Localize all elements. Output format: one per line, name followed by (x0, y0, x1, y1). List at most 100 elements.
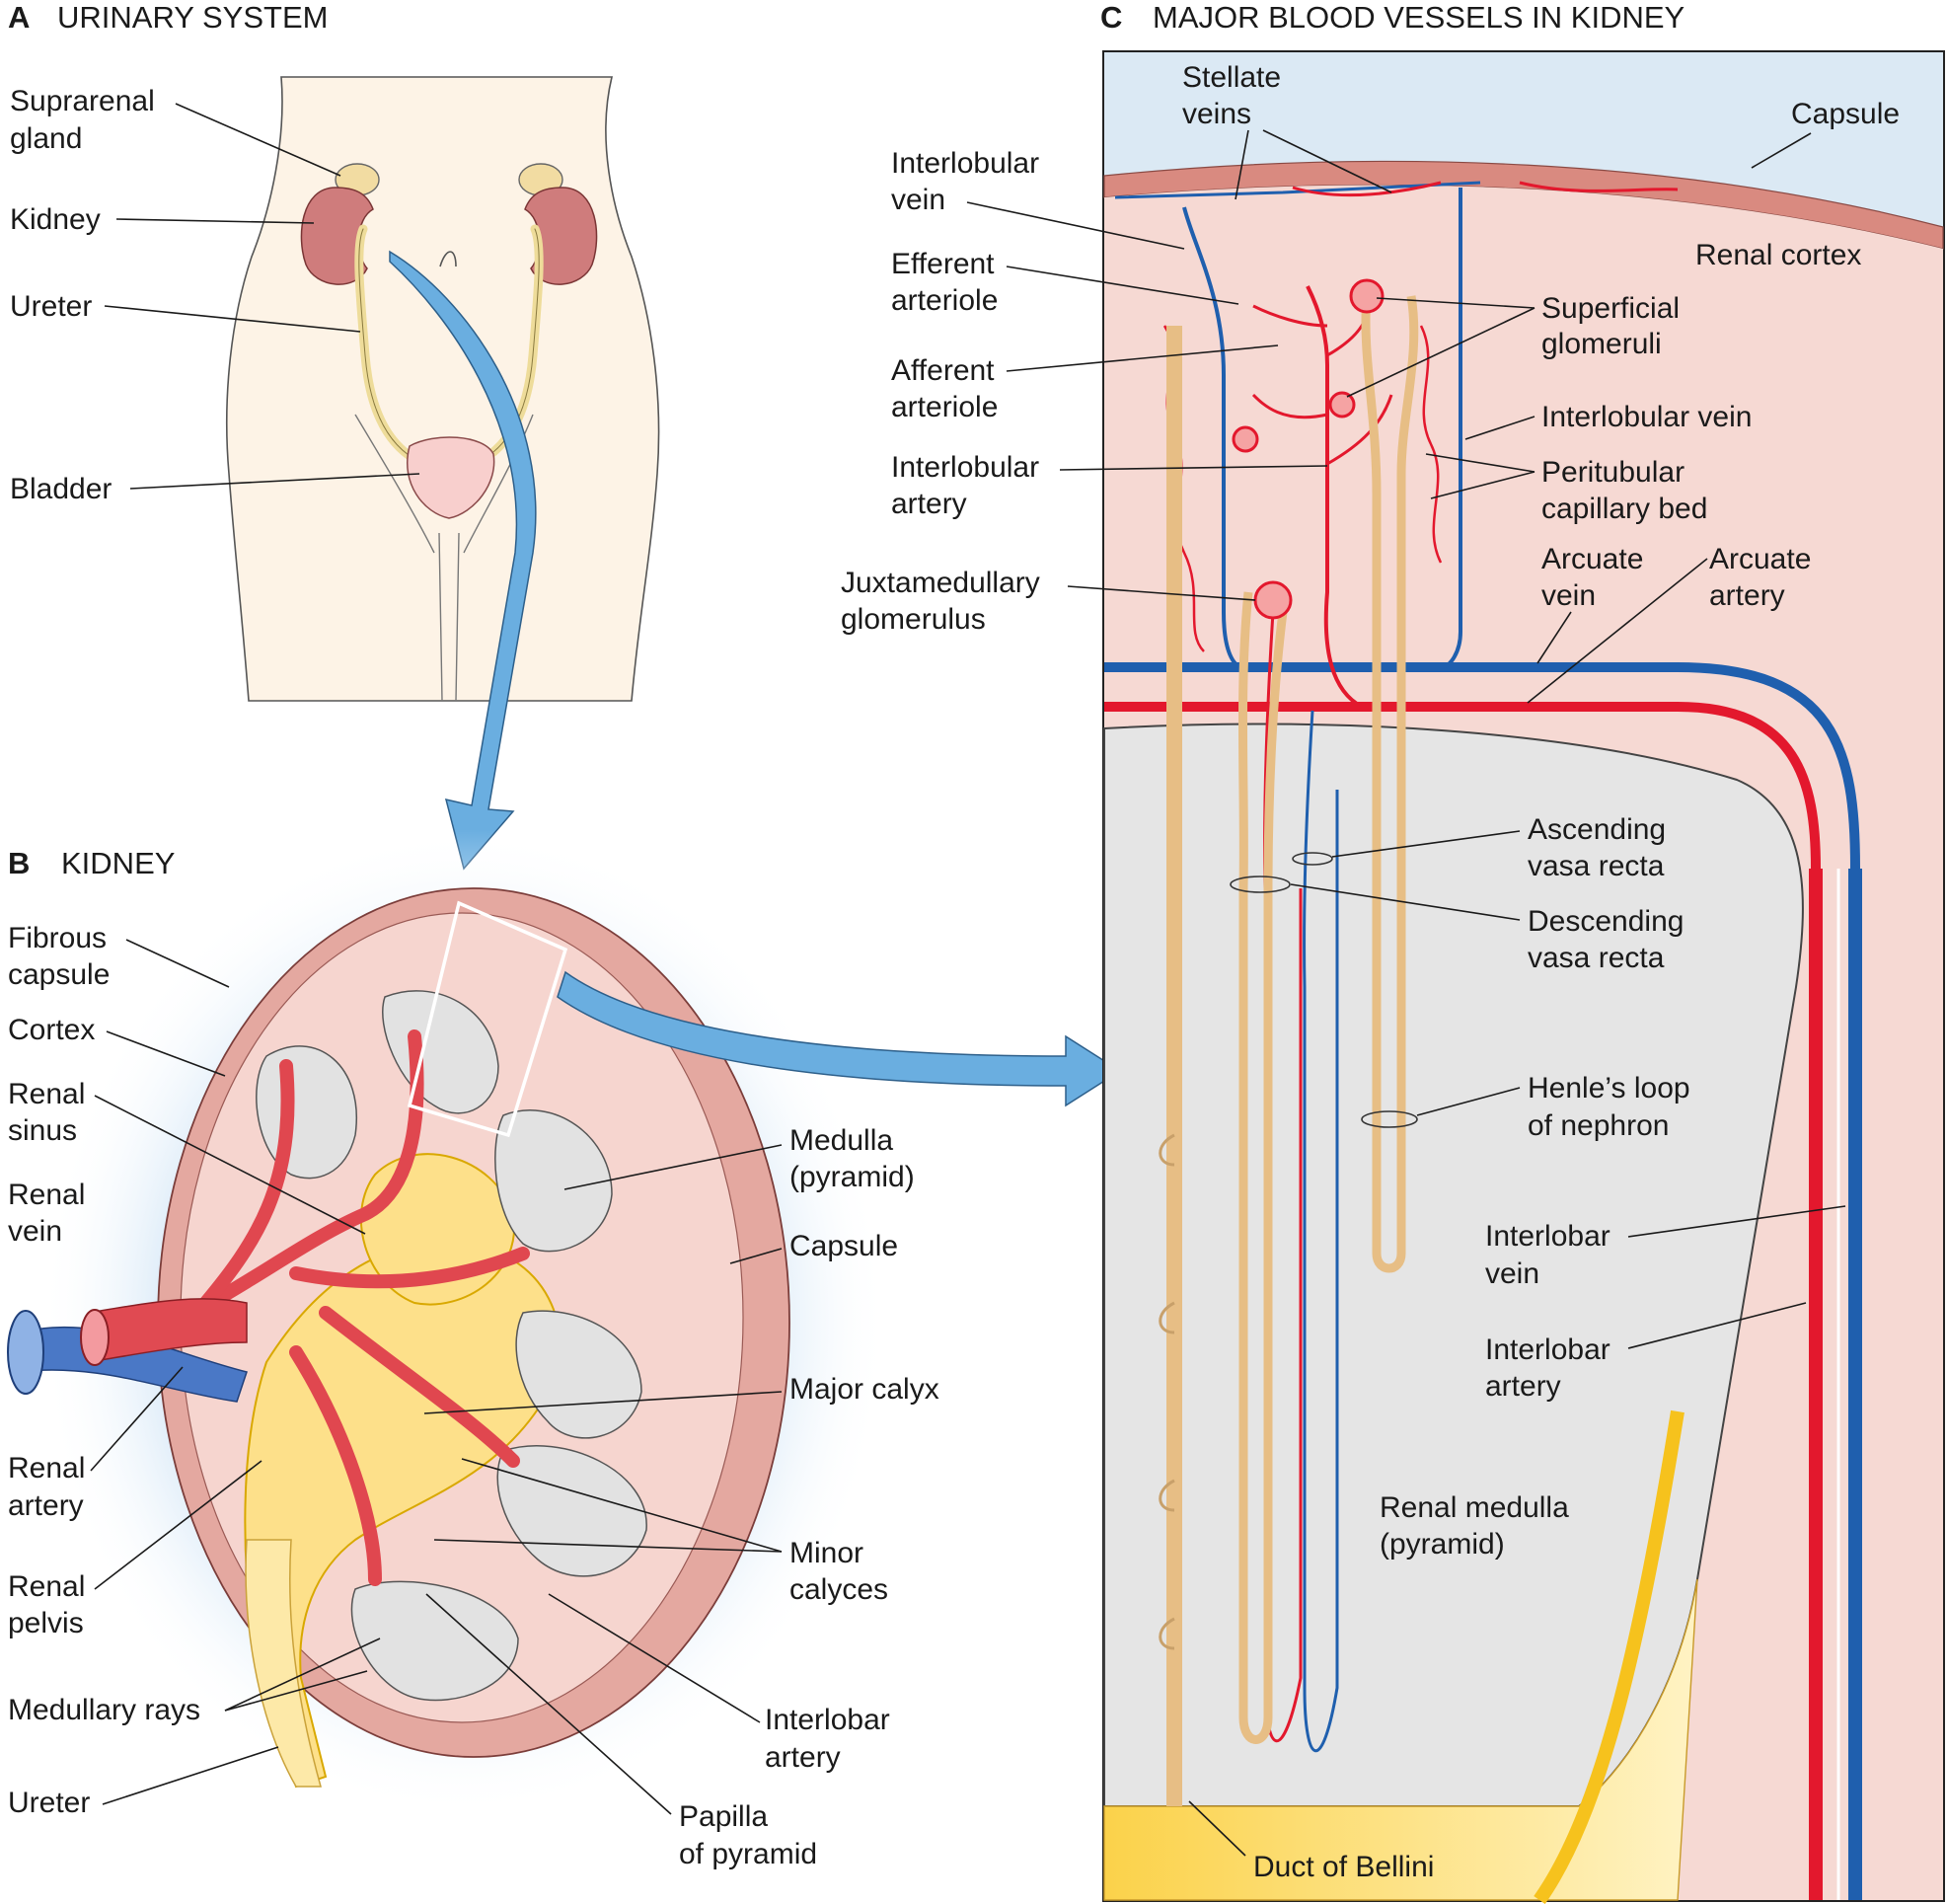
label-ascending-2: vasa recta (1528, 850, 1665, 882)
label-stellate-2: veins (1182, 98, 1251, 130)
label-minor-calyces-1: Minor (789, 1537, 863, 1569)
label-interlobular-vein-l2: vein (891, 184, 945, 216)
label-renal-artery-1: Renal (8, 1452, 85, 1485)
ureter-b (245, 1539, 322, 1788)
panel-a-title: URINARY SYSTEM (57, 0, 328, 35)
label-peritubular-1: Peritubular (1541, 456, 1685, 489)
label-papilla-1: Papilla (679, 1800, 768, 1833)
nephron-superficial (1361, 295, 1419, 1273)
label-henle-1: Henle’s loop (1528, 1072, 1690, 1104)
afferent-branches (1251, 295, 1393, 466)
label-renal-medulla-2: (pyramid) (1380, 1528, 1505, 1561)
label-suprarenal-2: gland (10, 122, 82, 155)
leader-major-calyx (423, 1391, 783, 1414)
label-interlobar-artery-b-2: artery (765, 1741, 841, 1774)
leader-arcuate-artery (1527, 558, 1708, 704)
label-arcuate-vein-2: vein (1541, 579, 1596, 612)
torso-outline (225, 76, 660, 702)
bladder (407, 436, 495, 519)
label-interlobar-vein-2: vein (1485, 1257, 1539, 1290)
leader-interlobular-artery (1059, 465, 1328, 471)
ring-descending (1230, 876, 1291, 893)
panel-c-title: MAJOR BLOOD VESSELS IN KIDNEY (1153, 0, 1685, 35)
superficial-glomerulus-1 (1349, 278, 1385, 314)
ring-henle (1361, 1110, 1418, 1128)
label-ureter-a: Ureter (10, 290, 92, 323)
label-arcuate-artery-2: artery (1709, 579, 1785, 612)
left-ureter-edge (358, 228, 415, 460)
leader-renal-pelvis (94, 1460, 262, 1590)
label-kidney-a: Kidney (10, 203, 101, 236)
label-interlobular-artery-2: artery (891, 488, 967, 520)
panel-c-letter: C (1100, 0, 1122, 35)
label-capsule-c: Capsule (1791, 98, 1900, 130)
groin-lines (354, 414, 534, 702)
yellow-duct-stripe (1534, 1409, 1685, 1904)
leader-ureter-a (104, 305, 361, 333)
label-henle-2: of nephron (1528, 1109, 1669, 1142)
collecting-duct-branches (1159, 1133, 1175, 1650)
arcuate-vein (1104, 662, 1860, 1900)
artery-branch-2 (190, 1059, 295, 1320)
renal-artery-opening (80, 1309, 110, 1366)
leader-afferent (1006, 344, 1279, 372)
panel-a-letter: A (8, 0, 30, 35)
magnification-box (407, 900, 568, 1138)
renal-vein-opening (7, 1310, 44, 1395)
leader-interlobar-artery-c (1627, 1302, 1807, 1349)
leader-stellate-1 (1235, 129, 1249, 200)
label-renal-pelvis-1: Renal (8, 1570, 85, 1603)
ring-ascending (1292, 852, 1333, 866)
leader-efferent (1006, 266, 1239, 305)
label-interlobular-artery-1: Interlobular (891, 451, 1039, 484)
interlobular-vein-left (1182, 206, 1244, 669)
artery-branch-3 (289, 1247, 530, 1289)
panel-b-kidney: B KIDNEY (7, 829, 1122, 1870)
leader-ureter-b (102, 1746, 279, 1805)
leader-descending (1290, 883, 1521, 921)
label-interlobar-artery-c-1: Interlobar (1485, 1333, 1610, 1366)
label-major-calyx: Major calyx (789, 1373, 939, 1406)
leader-peritubular-1 (1425, 453, 1535, 473)
label-medullary-rays: Medullary rays (8, 1694, 200, 1726)
leader-minor-calyces-2 (433, 1539, 783, 1553)
label-interlobar-artery-b-1: Interlobar (765, 1704, 890, 1736)
label-renal-medulla-1: Renal medulla (1380, 1491, 1569, 1524)
label-afferent-1: Afferent (891, 354, 995, 387)
cortical-glomerulus (1232, 425, 1259, 453)
label-afferent-2: arteriole (891, 391, 998, 423)
label-renal-vein-1: Renal (8, 1179, 85, 1211)
leader-kidney-a (115, 218, 315, 224)
label-interlobular-vein-r: Interlobular vein (1541, 401, 1752, 433)
leader-interlobar-vein-c (1627, 1205, 1846, 1238)
label-ascending-1: Ascending (1528, 813, 1666, 846)
leader-capsule-c (1751, 132, 1812, 169)
label-fibrous-capsule-2: capsule (8, 958, 110, 991)
leader-medullary-rays-1 (224, 1637, 381, 1712)
leader-suprarenal (175, 103, 341, 177)
label-arcuate-artery-1: Arcuate (1709, 543, 1811, 575)
leader-cortex (106, 1030, 226, 1077)
leader-bladder (129, 473, 420, 490)
label-renal-vein-2: vein (8, 1215, 62, 1248)
label-fibrous-capsule-1: Fibrous (8, 922, 107, 954)
leader-ascending (1331, 830, 1521, 858)
label-minor-calyces-2: calyces (789, 1573, 888, 1606)
label-superficial-2: glomeruli (1541, 328, 1662, 360)
leader-papilla (425, 1593, 672, 1815)
panel-c-blood-vessels: C MAJOR BLOOD VESSELS IN KIDNEY (841, 0, 1945, 1904)
capsule-arteries (1292, 181, 1679, 197)
leader-renal-sinus (94, 1095, 366, 1235)
leader-interlobar-artery-b (548, 1593, 761, 1723)
label-efferent-1: Efferent (891, 248, 995, 280)
leader-superficial-1 (1376, 297, 1535, 309)
leader-interlobular-vein-r (1464, 416, 1535, 440)
leader-medulla (563, 1144, 783, 1190)
leader-medullary-rays-2 (224, 1670, 368, 1712)
label-renal-sinus-1: Renal (8, 1078, 85, 1110)
label-medulla-1: Medulla (789, 1124, 893, 1157)
leader-capsule-b (729, 1248, 783, 1264)
pyramid-6 (350, 1580, 519, 1702)
panel-b-title: KIDNEY (61, 846, 175, 880)
pyramid-3 (494, 1109, 613, 1253)
